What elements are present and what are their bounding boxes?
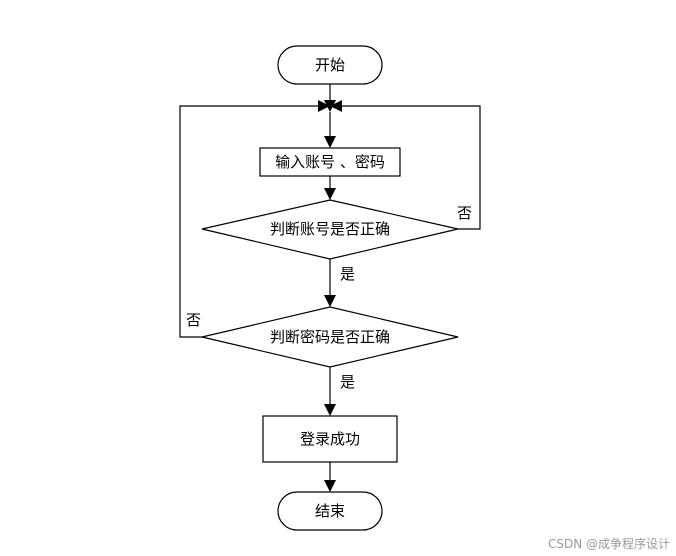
- arrow-account-no-loop: [330, 100, 342, 112]
- check-account-decision-shape: [201, 199, 459, 260]
- watermark-text: CSDN @成争程序设计: [548, 536, 670, 551]
- node-login-success: 登录成功: [262, 415, 398, 463]
- input-label: 输入账号 、密码: [275, 153, 385, 171]
- node-check-account: 判断账号是否正确: [201, 199, 459, 260]
- arrow-merge-to-input: [324, 136, 336, 148]
- end-terminal-shape: [277, 491, 383, 531]
- arrow-password-yes: [324, 404, 336, 416]
- login-success-label: 登录成功: [300, 430, 360, 448]
- node-start: 开始: [277, 45, 383, 85]
- login-success-process-shape: [262, 415, 398, 463]
- end-label: 结束: [315, 502, 345, 520]
- arrow-password-no-loop: [318, 100, 330, 112]
- check-password-decision-shape: [201, 306, 459, 368]
- arrow-account-yes: [324, 295, 336, 307]
- start-label: 开始: [315, 56, 345, 74]
- node-input: 输入账号 、密码: [259, 147, 401, 177]
- arrow-input-to-check-account: [324, 188, 336, 200]
- edges: [179, 84, 481, 492]
- check-account-label: 判断账号是否正确: [270, 220, 390, 238]
- node-check-password: 判断密码是否正确: [201, 306, 459, 368]
- account-yes-label: 是: [340, 265, 355, 283]
- account-no-label: 否: [457, 204, 472, 222]
- start-terminal-shape: [277, 45, 383, 85]
- edge-account-no-loop: [342, 105, 481, 230]
- arrow-success-to-end: [324, 480, 336, 492]
- password-yes-label: 是: [340, 373, 355, 391]
- edge-password-no-loop: [179, 105, 318, 338]
- password-no-label: 否: [186, 311, 201, 329]
- node-end: 结束: [277, 491, 383, 531]
- check-password-label: 判断密码是否正确: [270, 328, 390, 346]
- input-process-shape: [259, 147, 401, 177]
